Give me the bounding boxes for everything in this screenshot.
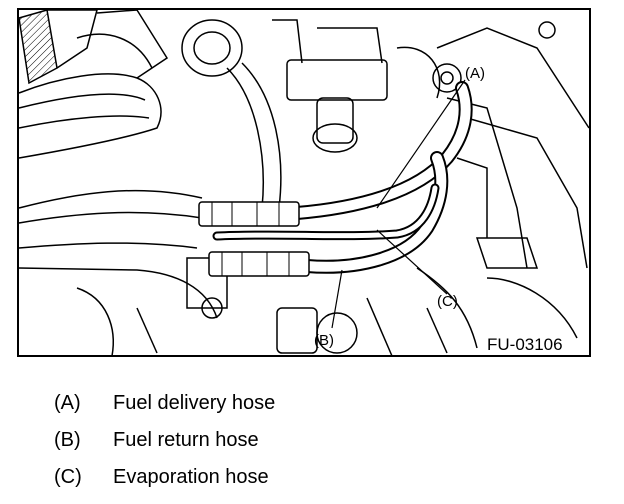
legend-item: (A) Fuel delivery hose <box>54 390 574 427</box>
callout-b: (B) <box>314 332 334 349</box>
engine-bay-illustration: (A) (B) (C) FU-03106 <box>17 8 591 357</box>
evaporation-hose <box>212 183 440 241</box>
callout-a: (A) <box>465 65 485 82</box>
figure-frame <box>17 8 591 357</box>
fuel-return-hose <box>208 151 449 277</box>
callout-leaders <box>331 79 466 329</box>
legend-text: Fuel delivery hose <box>113 392 276 414</box>
legend-text: Fuel return hose <box>113 429 259 451</box>
legend-text: Evaporation hose <box>113 466 269 488</box>
figure-id: FU-03106 <box>487 335 563 354</box>
callout-c: (C) <box>437 293 458 310</box>
background-engine-parts <box>18 9 590 357</box>
legend-key: (A) <box>54 392 81 414</box>
legend-key: (C) <box>54 466 82 488</box>
legend-key: (B) <box>54 429 81 451</box>
legend: (A) Fuel delivery hose (B) Fuel return h… <box>54 390 574 501</box>
legend-item: (C) Evaporation hose <box>54 464 574 501</box>
legend-item: (B) Fuel return hose <box>54 427 574 464</box>
